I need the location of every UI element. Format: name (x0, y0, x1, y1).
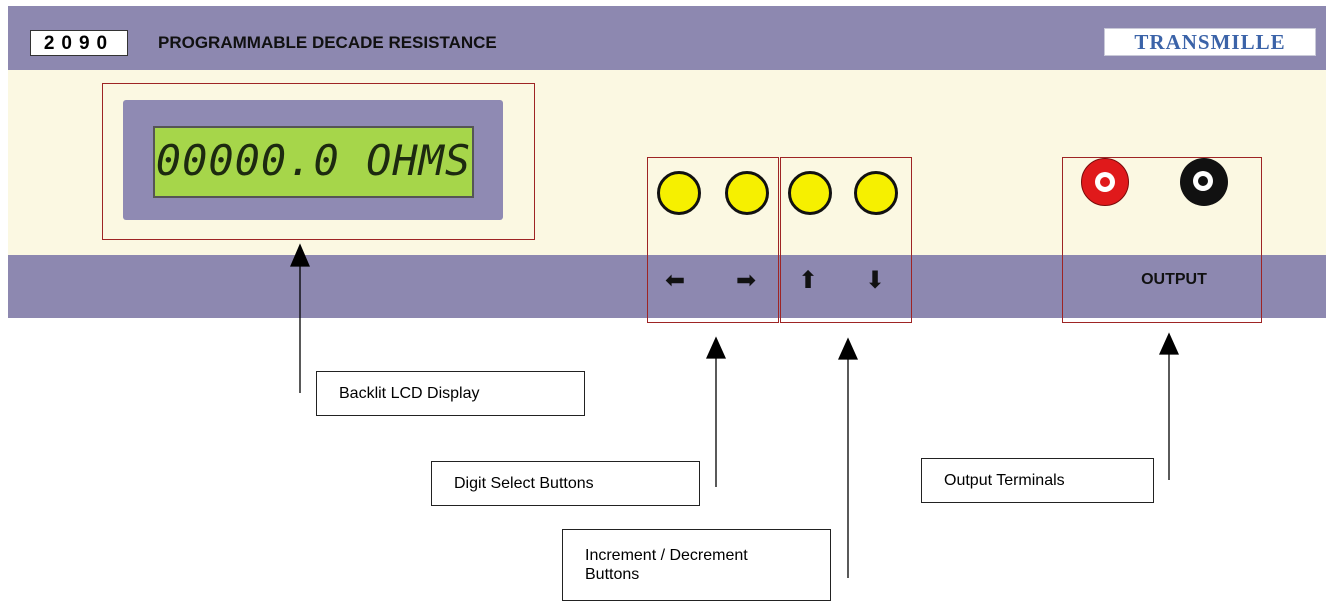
inc-dec-callout-line2: Buttons (585, 566, 640, 583)
red-output-terminal[interactable] (1081, 158, 1129, 206)
output-callout-arrowhead (1158, 332, 1180, 355)
increment-button[interactable] (788, 171, 832, 215)
inc-dec-callout-line1: Increment / Decrement (585, 547, 748, 564)
digit-right-button[interactable] (725, 171, 769, 215)
inc-dec-highlight-box (780, 157, 912, 323)
decrement-button[interactable] (854, 171, 898, 215)
arrow-left-icon: ⬅ (665, 267, 686, 294)
black-output-terminal[interactable] (1180, 158, 1228, 206)
brand-logo: TRANSMILLE (1104, 28, 1316, 56)
product-title: PROGRAMMABLE DECADE RESISTANCE (158, 33, 497, 52)
panel-footer-band (8, 255, 1326, 318)
lcd-callout-label: Backlit LCD Display (316, 371, 585, 416)
lcd-display: 00000.0 OHMS (153, 126, 474, 198)
arrow-right-icon: ➡ (736, 267, 757, 294)
digit-select-callout-arrowhead (705, 336, 727, 359)
arrow-down-icon: ⬇ (865, 267, 886, 294)
output-callout-label: Output Terminals (921, 458, 1154, 503)
inc-dec-callout-arrowhead (837, 337, 859, 360)
lcd-highlight-box (102, 83, 535, 240)
arrow-up-icon: ⬆ (798, 267, 819, 294)
model-number: 2090 (30, 30, 128, 56)
digit-left-button[interactable] (657, 171, 701, 215)
lcd-callout-arrowhead (290, 243, 310, 267)
output-highlight-box (1062, 157, 1262, 323)
digit-select-highlight-box (647, 157, 779, 323)
inc-dec-callout-label: Increment / Decrement Buttons (562, 529, 831, 601)
output-label: OUTPUT (1141, 271, 1207, 288)
digit-select-callout-label: Digit Select Buttons (431, 461, 700, 506)
